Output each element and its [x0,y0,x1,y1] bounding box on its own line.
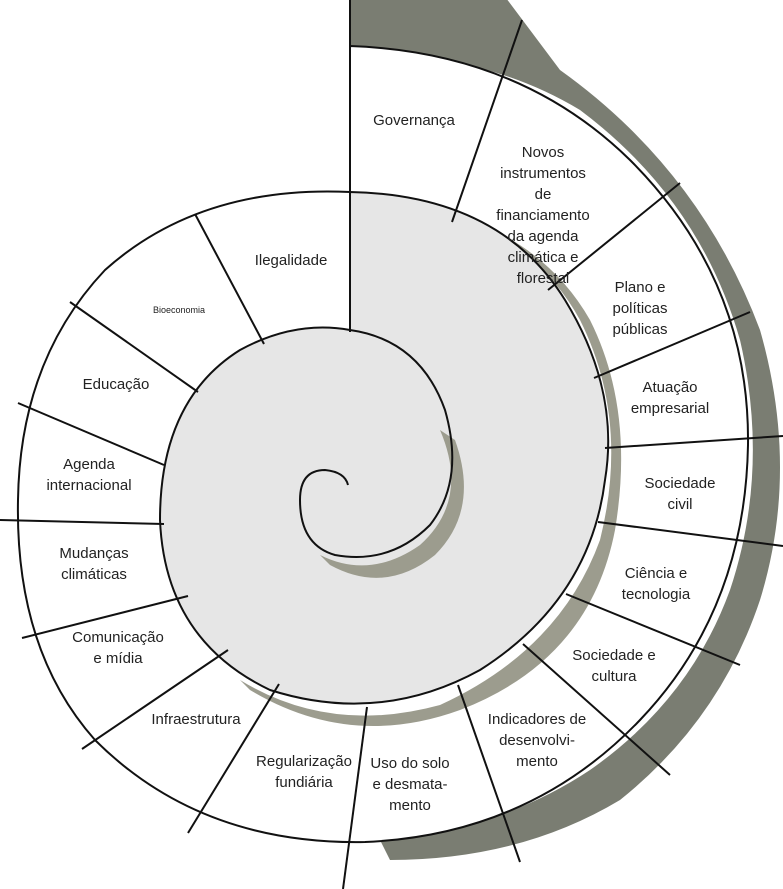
segment-label-line: políticas [612,300,667,317]
segment-label-infraestrutura: Infraestrutura [151,711,241,728]
segment-label-novos-instrumentos: Novos instrumentos de financiamento da agend… [496,144,589,287]
segment-label-line: Sociedade e [572,647,655,664]
segment-label-comunicacao: Comunicação e mídia [72,629,164,667]
segment-label-line: Comunicação [72,629,164,646]
spiral-curl [298,329,454,558]
segment-label-line: instrumentos [500,165,586,182]
segment-label-line: Agenda [63,456,115,473]
segment-label-line: Educação [83,376,150,393]
segment-label-line: Ilegalidade [255,252,328,269]
segment-label-line: e desmata- [372,776,447,793]
segment-label-line: Indicadores de [488,711,586,728]
segment-label-line: fundiária [275,774,333,791]
spiral-curl-shadow [320,430,464,578]
segment-label-line: florestal [517,270,570,287]
segment-label-line: empresarial [631,400,709,417]
segment-label-line: Uso do solo [370,755,449,772]
segment-label-line: Governança [373,112,455,129]
segment-label-line: Plano e [615,279,666,296]
segment-label-indicadores: Indicadores de desenvolvi-mento [488,711,586,770]
segment-label-line: mento [389,797,431,814]
segment-label-sociedade-cultura: Sociedade e cultura [572,647,655,685]
segment-label-line: Sociedade [645,475,716,492]
segment-label-line: Bioeconomia [153,305,205,315]
segment-label-agenda-internacional: Agenda internacional [46,456,131,494]
segment-label-line: de [535,186,552,203]
segment-label-line: Mudanças [59,545,128,562]
segment-label-line: financiamento [496,207,589,224]
segment-label-line: Novos [522,144,565,161]
segment-label-line: Infraestrutura [151,711,241,728]
segment-label-ilegalidade: Ilegalidade [255,252,328,269]
segment-label-line: da agenda [508,228,580,245]
segment-label-line: Atuação [642,379,697,396]
segment-label-governanca: Governança [373,112,455,129]
segment-label-uso-solo: Uso do solo e desmata-mento [370,755,449,814]
segment-label-bioeconomia: Bioeconomia [153,305,205,315]
segment-label-line: civil [668,496,693,513]
segment-label-mudancas: Mudanças climáticas [59,545,128,583]
segment-label-line: desenvolvi- [499,732,575,749]
segment-label-regularizacao: Regularização fundiária [256,753,352,791]
inner-spiral-disc [158,190,610,705]
segment-label-line: Ciência e [625,565,688,582]
segment-label-line: mento [516,753,558,770]
segment-label-ciencia-tecnologia: Ciência e tecnologia [622,565,691,603]
segment-label-atuacao-empresarial: Atuação empresarial [631,379,709,417]
segment-label-line: climática e [508,249,579,266]
segment-label-line: públicas [612,321,667,338]
segment-label-line: climáticas [61,566,127,583]
segment-label-educacao: Educação [83,376,150,393]
segment-label-line: tecnologia [622,586,691,603]
segment-label-line: e mídia [93,650,143,667]
segment-label-line: internacional [46,477,131,494]
segment-label-line: cultura [591,668,637,685]
segment-label-sociedade-civil: Sociedade civil [645,475,716,513]
segment-label-plano-politicas: Plano e políticas públicas [612,279,667,338]
segment-label-line: Regularização [256,753,352,770]
